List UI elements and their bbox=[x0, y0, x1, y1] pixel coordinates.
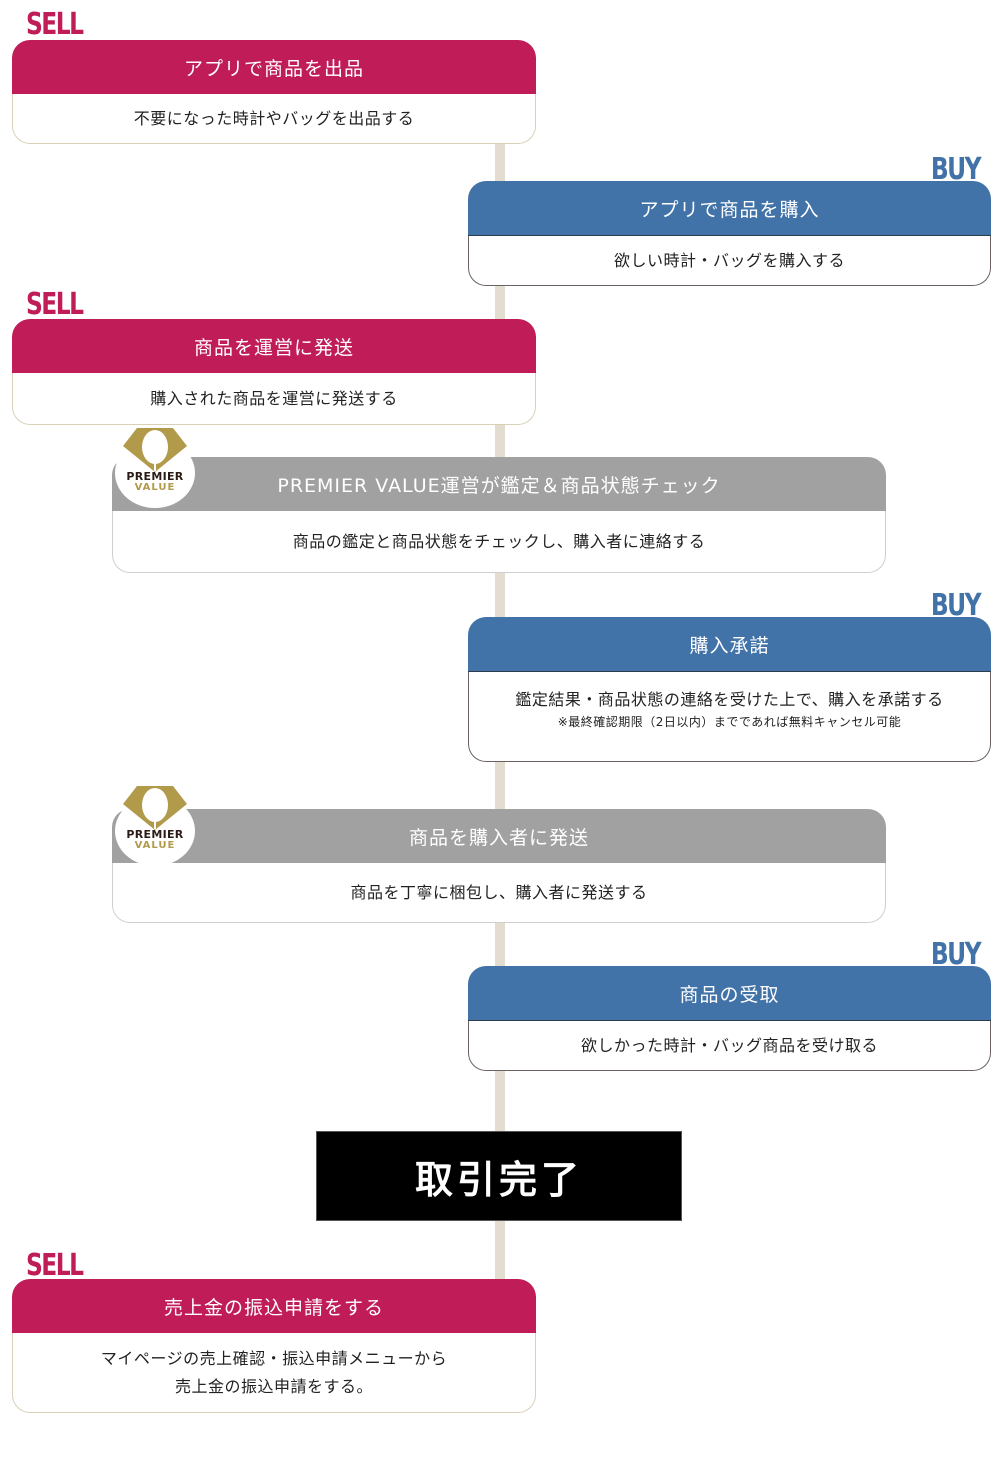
step-description: 欲しかった時計・バッグ商品を受け取る bbox=[580, 1035, 878, 1055]
step-description: 商品を丁寧に梱包し、購入者に発送する bbox=[350, 882, 648, 902]
step-purchase: アプリで商品を購入 欲しい時計・バッグを購入する bbox=[468, 181, 991, 286]
step-payout-request: 売上金の振込申請をする マイページの売上確認・振込申請メニューから 売上金の振込… bbox=[12, 1279, 536, 1413]
sell-label: SELL bbox=[26, 287, 84, 322]
step-appraisal: PREMIER VALUE運営が鑑定＆商品状態チェック 商品の鑑定と商品状態をチ… bbox=[112, 457, 886, 573]
step-purchase-approval: 購入承諾 鑑定結果・商品状態の連絡を受けた上で、購入を承諾する ※最終確認期限（… bbox=[468, 617, 991, 762]
buy-label: BUY bbox=[930, 588, 982, 623]
diamond-icon bbox=[123, 786, 187, 830]
step-title: PREMIER VALUE運営が鑑定＆商品状態チェック bbox=[112, 457, 886, 511]
diamond-icon bbox=[123, 428, 187, 472]
step-description: 商品の鑑定と商品状態をチェックし、購入者に連絡する bbox=[292, 531, 706, 551]
step-description: 購入された商品を運営に発送する bbox=[150, 388, 398, 408]
buy-label: BUY bbox=[930, 152, 982, 187]
premier-value-logo: PREMIER VALUE bbox=[115, 428, 195, 508]
step-description: 鑑定結果・商品状態の連絡を受けた上で、購入を承諾する bbox=[515, 690, 944, 709]
step-description: マイページの売上確認・振込申請メニューから bbox=[100, 1348, 448, 1368]
step-list-item: アプリで商品を出品 不要になった時計やバッグを出品する bbox=[12, 40, 536, 144]
step-description: 欲しい時計・バッグを購入する bbox=[613, 250, 845, 270]
sell-label: SELL bbox=[26, 7, 84, 42]
step-description-line2: 売上金の振込申請をする。 bbox=[174, 1376, 373, 1396]
transaction-complete-banner: 取引完了 bbox=[316, 1131, 682, 1221]
step-title: 商品を購入者に発送 bbox=[112, 809, 886, 863]
step-title: アプリで商品を出品 bbox=[12, 40, 536, 94]
step-description: 不要になった時計やバッグを出品する bbox=[133, 108, 415, 128]
step-title: アプリで商品を購入 bbox=[468, 181, 991, 236]
step-title: 商品を運営に発送 bbox=[12, 319, 536, 373]
premier-value-logo: PREMIER VALUE bbox=[115, 786, 195, 866]
step-title: 商品の受取 bbox=[468, 966, 991, 1021]
step-note: ※最終確認期限（2日以内）までであれば無料キャンセル可能 bbox=[557, 715, 902, 729]
step-title: 売上金の振込申請をする bbox=[12, 1279, 536, 1333]
step-ship-to-buyer: 商品を購入者に発送 商品を丁寧に梱包し、購入者に発送する bbox=[112, 809, 886, 923]
step-ship-to-operator: 商品を運営に発送 購入された商品を運営に発送する bbox=[12, 319, 536, 425]
step-title: 購入承諾 bbox=[468, 617, 991, 672]
buy-label: BUY bbox=[930, 937, 982, 972]
step-receive: 商品の受取 欲しかった時計・バッグ商品を受け取る bbox=[468, 966, 991, 1071]
sell-label: SELL bbox=[26, 1248, 84, 1283]
